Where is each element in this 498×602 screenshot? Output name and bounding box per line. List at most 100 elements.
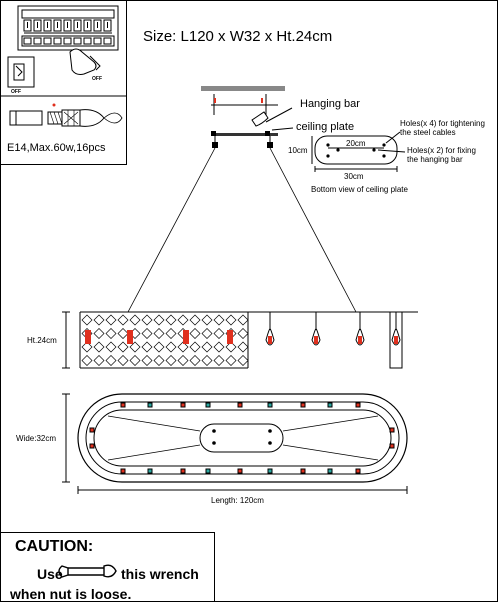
- top-view: [62, 393, 408, 494]
- marker: [120, 468, 126, 474]
- label-height: Ht.24cm: [27, 336, 57, 345]
- crystal: [213, 355, 225, 366]
- bulb-icon: [9, 103, 123, 127]
- marker: [205, 402, 211, 408]
- breaker-label: [63, 37, 72, 45]
- crystal: [93, 341, 105, 353]
- crystal: [165, 341, 177, 353]
- crystal: [177, 341, 189, 353]
- marker: [147, 402, 153, 408]
- crystal: [141, 328, 153, 339]
- crystal: [129, 355, 141, 366]
- label-holes-fix-1: Holes(x 2) for fixing: [407, 146, 476, 155]
- size-text: Size: L120 x W32 x Ht.24cm: [143, 28, 333, 45]
- bulb-filament: [394, 336, 398, 344]
- bulb-red: [183, 330, 189, 344]
- marker: [205, 468, 211, 474]
- crystal: [201, 341, 213, 353]
- bulb-filament: [358, 336, 362, 344]
- crystal: [117, 341, 129, 353]
- crystal: [141, 314, 153, 326]
- crystal: [141, 341, 153, 353]
- marker: [89, 443, 95, 449]
- svg-text:OFF: OFF: [92, 76, 102, 82]
- label-width: Wide:32cm: [16, 434, 57, 443]
- crystal: [153, 355, 165, 366]
- crystal: [117, 314, 129, 326]
- crystal: [237, 355, 249, 366]
- crystal: [189, 328, 201, 339]
- crystal: [165, 328, 177, 339]
- marker: [355, 402, 361, 408]
- crystal: [213, 314, 225, 326]
- bulb-red: [227, 330, 233, 344]
- crystal: [189, 314, 201, 326]
- caution-use: Use: [37, 566, 63, 582]
- crystal: [129, 341, 141, 353]
- caution-when-loose: when nut is loose.: [10, 586, 132, 602]
- crystal: [105, 314, 117, 326]
- marker: [237, 402, 243, 408]
- bulb-spec: E14,Max.60w,16pcs: [7, 142, 106, 154]
- marker: [389, 427, 395, 433]
- label-holes-fix-2: the hanging bar: [407, 155, 463, 164]
- label-ceiling-plate: ceiling plate: [296, 121, 355, 133]
- crystal: [201, 328, 213, 339]
- breaker-label: [103, 37, 112, 45]
- crystal: [93, 314, 105, 326]
- label-dim-30cm: 30cm: [344, 172, 364, 181]
- breaker-label: [53, 37, 62, 45]
- crystal: [81, 355, 93, 366]
- crystal: [129, 314, 141, 326]
- marker: [120, 402, 126, 408]
- crystal: [225, 355, 237, 366]
- crystal: [201, 314, 213, 326]
- crystal: [93, 328, 105, 339]
- marker: [180, 468, 186, 474]
- caution-box: [1, 532, 215, 601]
- marker: [89, 427, 95, 433]
- label-dim-20cm: 20cm: [346, 139, 366, 148]
- crystal: [153, 314, 165, 326]
- crystal: [105, 355, 117, 366]
- label-holes-steel-2: the steel cables: [400, 128, 456, 137]
- crystal: [93, 355, 105, 366]
- ceiling-mount: [201, 86, 294, 148]
- crystal: [213, 328, 225, 339]
- hand-icon: OFF: [69, 48, 102, 82]
- crystal: [105, 328, 117, 339]
- crystal: [117, 355, 129, 366]
- label-bottom-view: Bottom view of ceiling plate: [311, 185, 408, 194]
- crystal: [153, 341, 165, 353]
- crystal: [237, 341, 249, 353]
- breaker-label: [23, 37, 32, 45]
- crystal: [189, 355, 201, 366]
- marker: [300, 402, 306, 408]
- marker: [267, 468, 273, 474]
- crystal: [81, 314, 93, 326]
- switch-icon: OFF: [7, 56, 35, 95]
- crystal: [177, 314, 189, 326]
- side-elevation: [62, 311, 418, 369]
- marker: [180, 402, 186, 408]
- ceiling-plate-bottom-view: [311, 131, 406, 172]
- breaker-label: [73, 37, 82, 45]
- bulb-red: [85, 330, 91, 344]
- bulb-red: [127, 330, 133, 344]
- crystal: [165, 314, 177, 326]
- suspension-cables: [127, 147, 357, 313]
- breaker-box-icon: [17, 5, 119, 51]
- bulb-filament: [314, 336, 318, 344]
- crystal: [225, 314, 237, 326]
- wiring-panel: [1, 1, 127, 165]
- label-length: Length: 120cm: [211, 496, 264, 505]
- label-dim-10cm: 10cm: [288, 146, 308, 155]
- caution-title: CAUTION:: [15, 538, 94, 555]
- breaker-label: [43, 37, 52, 45]
- wrench-icon: [58, 564, 117, 578]
- marker: [147, 468, 153, 474]
- svg-text:OFF: OFF: [11, 89, 21, 95]
- crystal: [153, 328, 165, 339]
- label-holes-steel-1: Holes(x 4) for tightening: [400, 119, 485, 128]
